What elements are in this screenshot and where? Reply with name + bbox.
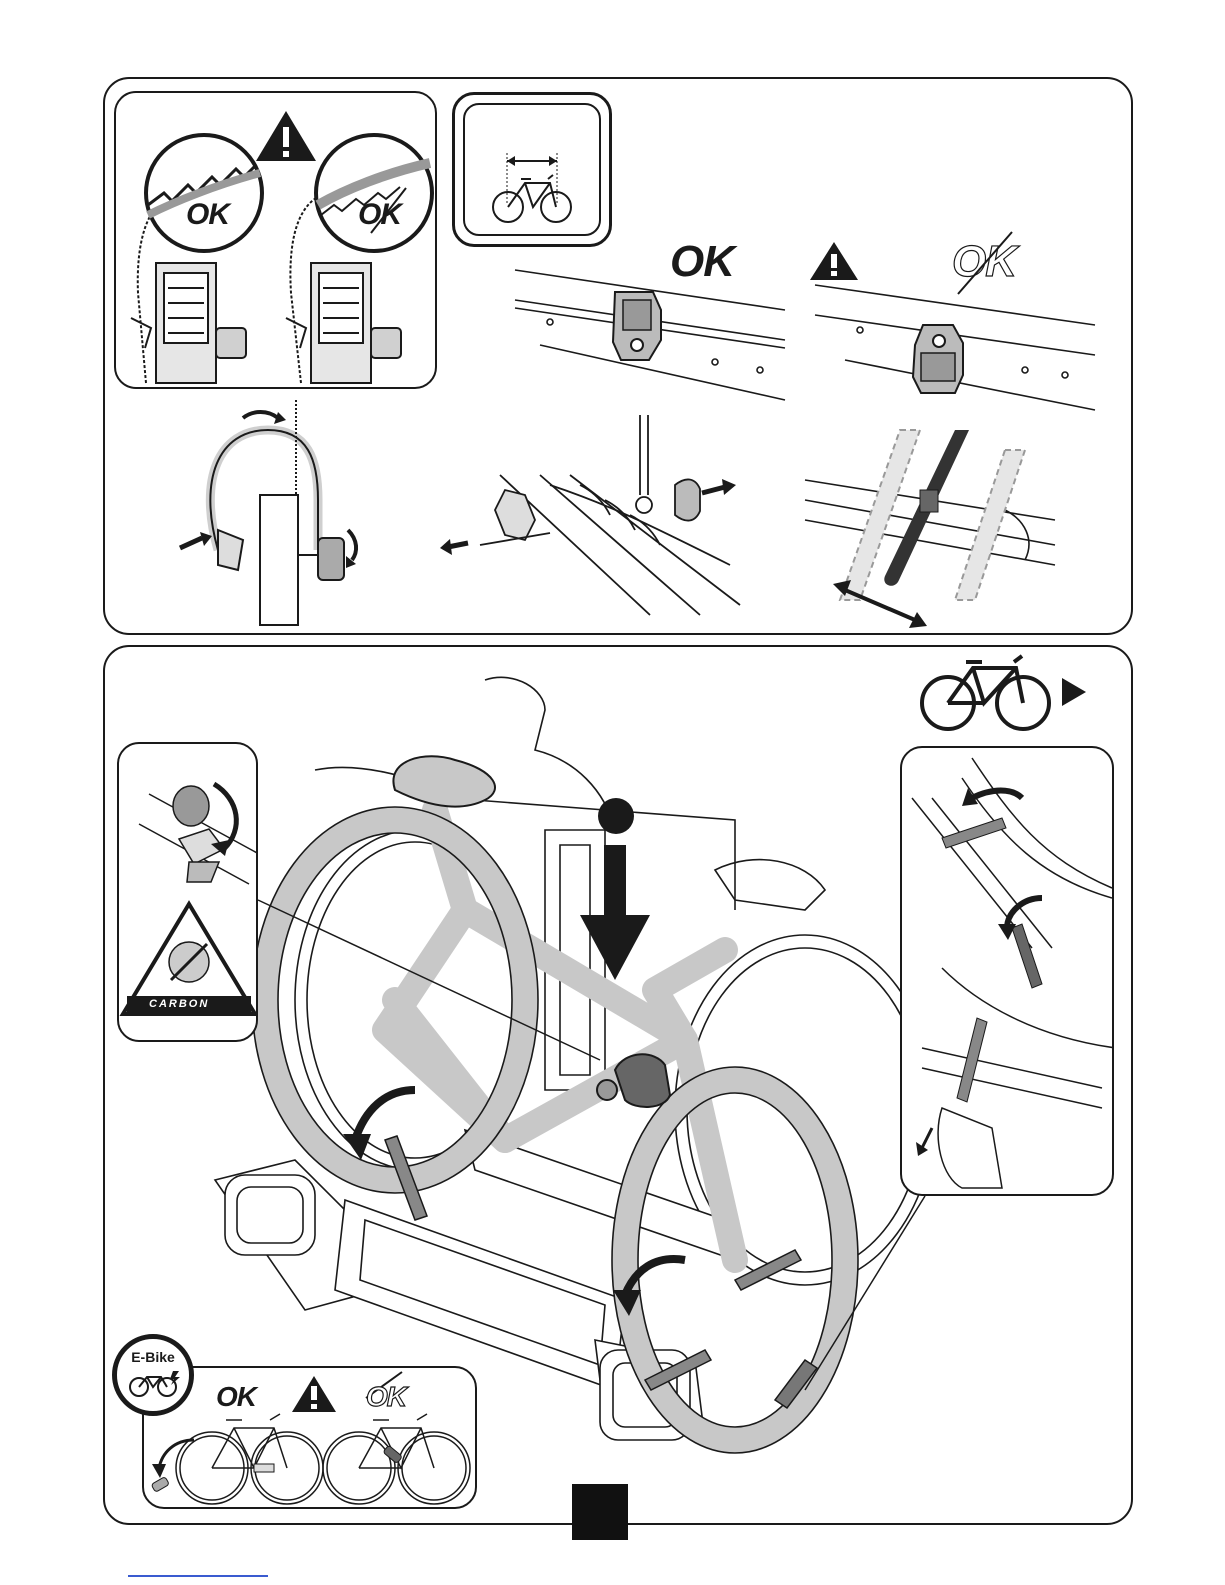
step-marker-2	[598, 798, 634, 834]
page-marker-block	[572, 1484, 628, 1540]
wheel-clamp-drawing	[178, 400, 398, 630]
cradle-rail-not-ok	[815, 275, 1105, 425]
strap-detail-box	[900, 746, 1114, 1196]
ebike-illustration	[144, 1368, 477, 1509]
ok-label: OK	[186, 200, 229, 230]
footer-link-line	[128, 1575, 268, 1577]
cradle-rail-ok	[515, 270, 795, 420]
ebike-label: E-Bike	[117, 1349, 189, 1365]
ebike-icon	[125, 1369, 185, 1399]
strap-adjust-drawing	[805, 420, 1075, 630]
ebike-badge: E-Bike	[112, 1334, 194, 1416]
wheelbase-box	[452, 92, 612, 247]
ebike-box: OK OK	[142, 1366, 477, 1509]
warning-triangle-icon	[292, 1376, 336, 1412]
warning-triangle-icon	[256, 111, 316, 161]
strap-tighten-drawing	[902, 748, 1114, 1196]
frame-clamp-detail-box: CARBON	[117, 742, 258, 1042]
carbon-label: CARBON	[149, 998, 209, 1010]
ebike-not-ok-label: OK	[366, 1383, 406, 1411]
not-ok-label: OK	[358, 200, 401, 230]
bike-on-carrier-illustration	[215, 660, 975, 1460]
ebike-ok-label: OK	[216, 1383, 256, 1411]
play-arrow-icon	[1062, 678, 1086, 706]
ratchet-illustration	[116, 93, 437, 389]
bicycle-icon	[455, 95, 612, 247]
ratchet-detail-box: OK OK	[114, 91, 437, 389]
remove-clamp-drawing	[440, 415, 770, 635]
